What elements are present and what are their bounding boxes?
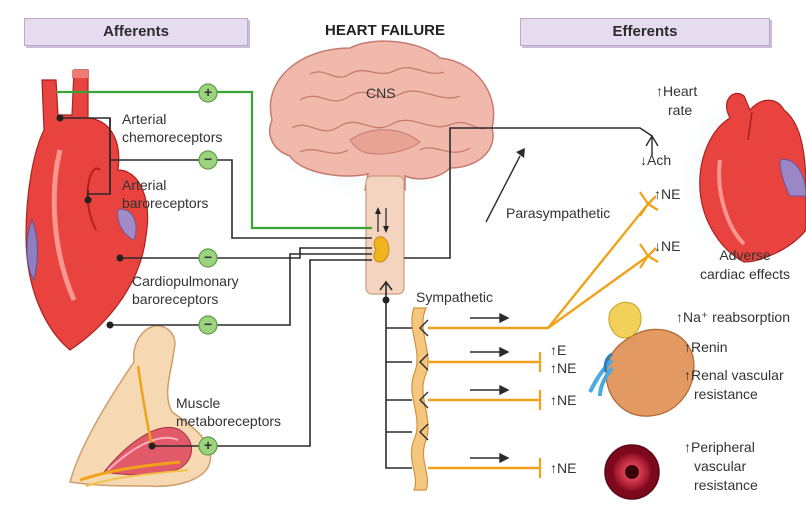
afferents-header: Afferents xyxy=(24,18,248,46)
na-reabsorption-label: ↑Na⁺ reabsorption xyxy=(676,308,790,327)
sympathetic-label: Sympathetic xyxy=(416,288,493,306)
cardiopulmonary-dot-top xyxy=(117,255,124,262)
ne-up-label-2: ↑NE xyxy=(550,360,576,377)
renin-label: ↑Renin xyxy=(684,338,728,357)
brainstem xyxy=(366,176,404,294)
sympathetic-direction-arrows xyxy=(470,314,508,462)
ne-up-label-3: ↑NE xyxy=(550,392,576,409)
minus-sign-baro-glyph: − xyxy=(204,151,212,168)
ne-up-label-4: ↑NE xyxy=(550,460,576,477)
minus-sign-cardio-bottom-glyph: − xyxy=(204,316,212,333)
vessel-image xyxy=(605,445,659,499)
ach-label: ↓Ach xyxy=(640,152,671,169)
nucleus-marker xyxy=(374,237,389,262)
ne-up-label: ↑NE xyxy=(654,186,680,203)
e-up-label: ↑E xyxy=(550,342,566,359)
chemoreceptor-dot xyxy=(57,115,64,122)
plus-sign-chemo-glyph: + xyxy=(204,84,212,101)
minus-sign-cardio-top-glyph: − xyxy=(204,249,212,266)
cardiopulmonary-line-top xyxy=(120,248,372,258)
parasympathetic-label: Parasympathetic xyxy=(506,204,610,222)
cns-label: CNS xyxy=(366,84,396,102)
sympathetic-spinal-line xyxy=(386,282,412,468)
efferents-header: Efferents xyxy=(520,18,770,46)
sympathetic-ganglion-chain xyxy=(411,308,428,490)
cardiopulmonary-dot-bottom xyxy=(107,322,114,329)
brain-image xyxy=(270,41,494,190)
metaboreceptor-dot xyxy=(149,443,156,450)
plus-sign-metabo-glyph: + xyxy=(204,437,212,454)
diagram-title: HEART FAILURE xyxy=(300,22,470,39)
baroreceptor-dot xyxy=(85,197,92,204)
ne-down-label: ↓NE xyxy=(654,238,680,255)
